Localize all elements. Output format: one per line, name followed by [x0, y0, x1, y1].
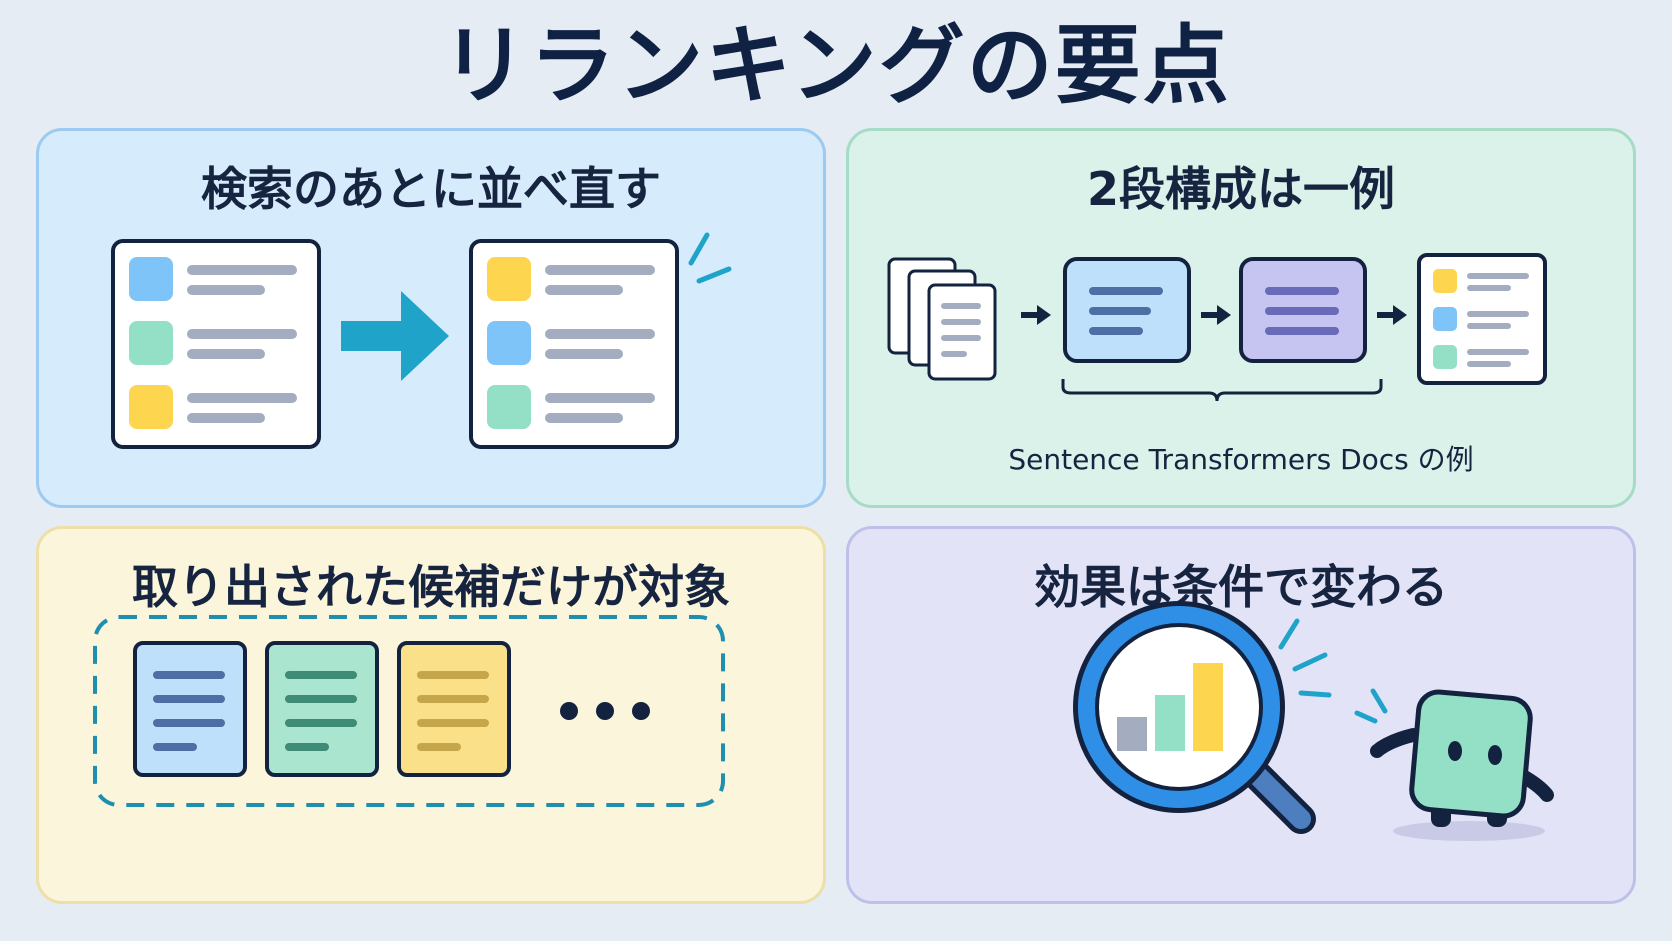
panel-effect-varies: 効果は条件で変わる — [846, 526, 1636, 904]
candidates-illustration — [93, 615, 725, 807]
arrow-right-icon — [341, 291, 449, 381]
candidate-card-green — [265, 641, 379, 777]
ellipsis-icon — [560, 702, 650, 720]
stage-two-box — [1239, 257, 1367, 363]
sparkle-icon — [688, 232, 732, 284]
diagram-caption: Sentence Transformers Docs の例 — [1008, 443, 1474, 476]
candidate-scope-frame — [93, 615, 725, 807]
candidate-card-yellow — [397, 641, 511, 777]
stage-one-box — [1063, 257, 1191, 363]
two-stage-illustration — [887, 253, 1547, 402]
panel-heading: 取り出された候補だけが対象 — [132, 560, 730, 614]
ranked-list-icon — [1417, 253, 1547, 385]
panel-two-stage: 2段構成は一例 — [846, 128, 1636, 508]
panel-rerank-after-search: 検索のあとに並べ直す — [36, 128, 826, 508]
sparkle-icon — [1278, 618, 1388, 724]
page-title: リランキングの要点 — [441, 16, 1231, 116]
panel-heading: 2段構成は一例 — [1086, 162, 1395, 216]
magnifier-icon — [1073, 601, 1316, 834]
evaluation-illustration — [1073, 601, 1554, 841]
candidate-card-blue — [133, 641, 247, 777]
brace-icon — [1061, 379, 1383, 402]
list-before — [111, 239, 321, 449]
rerank-illustration — [111, 232, 732, 449]
panel-retrieved-candidates: 取り出された候補だけが対象 — [36, 526, 826, 904]
arrow-right-icon — [1021, 305, 1051, 325]
list-after — [469, 239, 679, 449]
mascot-icon — [1370, 689, 1554, 841]
panel-heading: 検索のあとに並べ直す — [201, 162, 661, 216]
document-stack-icon — [887, 257, 997, 381]
arrow-right-icon — [1377, 305, 1407, 325]
arrow-right-icon — [1201, 305, 1231, 325]
panel-heading: 効果は条件で変わる — [1034, 560, 1448, 614]
